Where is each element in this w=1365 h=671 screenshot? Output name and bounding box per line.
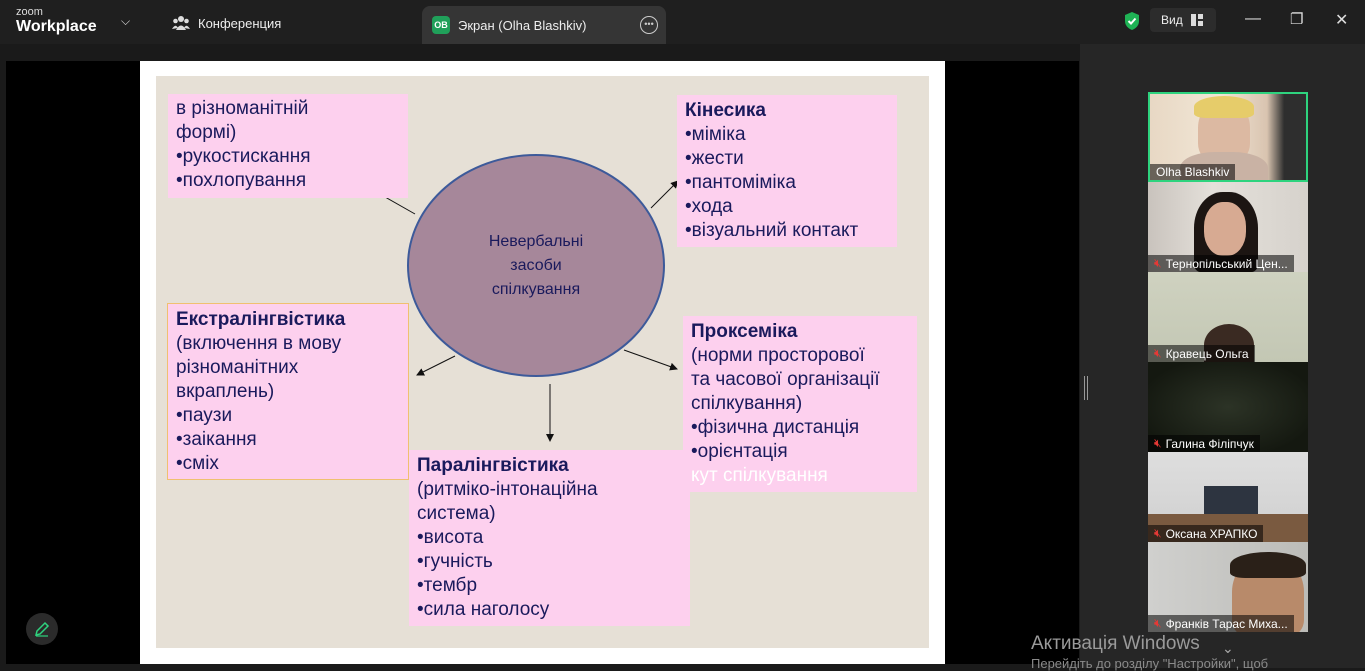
annotate-button[interactable] [26,613,58,645]
muted-mic-icon: 🔇︎ [1154,256,1162,270]
participant-tile[interactable]: 🔇︎Галина Філіпчук [1148,362,1308,452]
participant-name: 🔇︎Кравець Ольга [1148,345,1255,362]
arrow-left [416,355,456,376]
tab-meeting-label: Конференция [198,15,282,31]
participant-tile[interactable]: 🔇︎Кравець Ольга [1148,272,1308,362]
box-extralinguistics: Екстралінгвістика (включення в мову різн… [167,303,409,480]
chevron-down-icon[interactable]: ⌄ [1222,640,1234,656]
share-avatar-badge: OB [432,16,450,34]
chevron-down-icon[interactable]: ⌵ [121,14,131,28]
participant-tile[interactable]: 🔇︎Тернопільський Цен... [1148,182,1308,272]
panel-resize-handle[interactable] [1084,376,1088,400]
logo-top: zoom [16,6,43,18]
participant-name: 🔇︎Галина Філіпчук [1148,435,1260,452]
center-ellipse: Невербальні засоби спілкування [407,154,665,377]
close-icon[interactable]: ✕ [1335,12,1349,29]
shield-check-icon[interactable] [1123,11,1141,31]
participant-tile-active[interactable]: Olha Blashkiv [1148,92,1308,182]
participant-name: Olha Blashkiv [1150,164,1236,180]
grid-view-icon [1190,14,1203,26]
box-proxemics: Проксеміка (норми просторової та часової… [683,316,917,492]
arrow-top-right [650,180,679,209]
muted-mic-icon: 🔇︎ [1154,346,1162,360]
participant-tile[interactable]: 🔇︎Франків Тарас Миха... [1148,542,1308,632]
title-bar: zoom Workplace ⌵ Конференция OB Экран (O… [0,0,1365,44]
pencil-icon [34,621,50,637]
view-button[interactable]: Вид [1150,8,1216,32]
tab-screen-share[interactable]: OB Экран (Olha Blashkiv) ••• [422,6,666,44]
people-icon [172,16,190,30]
participant-name: 🔇︎Оксана ХРАПКО [1148,525,1264,542]
tab-share-label: Экран (Olha Blashkiv) [458,17,587,33]
participant-name: 🔇︎Тернопільський Цен... [1148,255,1294,272]
view-label: Вид [1161,13,1183,27]
box-paralinguistics: Паралінгвістика (ритміко-інтонаційна сис… [409,450,690,626]
participant-name: 🔇︎Франків Тарас Миха... [1148,615,1294,632]
more-options-icon[interactable]: ••• [640,16,658,34]
box-touch: в різноманітній формі) •рукостискання •п… [168,94,408,198]
logo-bottom: Workplace [16,18,97,35]
zoom-logo: zoom Workplace [16,7,97,35]
muted-mic-icon: 🔇︎ [1154,436,1162,450]
tab-meeting[interactable]: Конференция [162,6,412,40]
muted-mic-icon: 🔇︎ [1154,616,1162,630]
arrow-right [623,349,678,371]
windows-activation-title: Активація Windows [1031,633,1200,654]
maximize-icon[interactable]: ❐ [1290,11,1304,28]
windows-activation-text: Перейдіть до розділу "Настройки", щоб [1031,656,1269,671]
muted-mic-icon: 🔇︎ [1154,526,1162,540]
minimize-icon[interactable]: — [1245,10,1261,27]
participant-tile[interactable]: 🔇︎Оксана ХРАПКО [1148,452,1308,542]
box-kinesics: Кінесика •міміка •жести •пантоміміка •хо… [677,95,897,247]
